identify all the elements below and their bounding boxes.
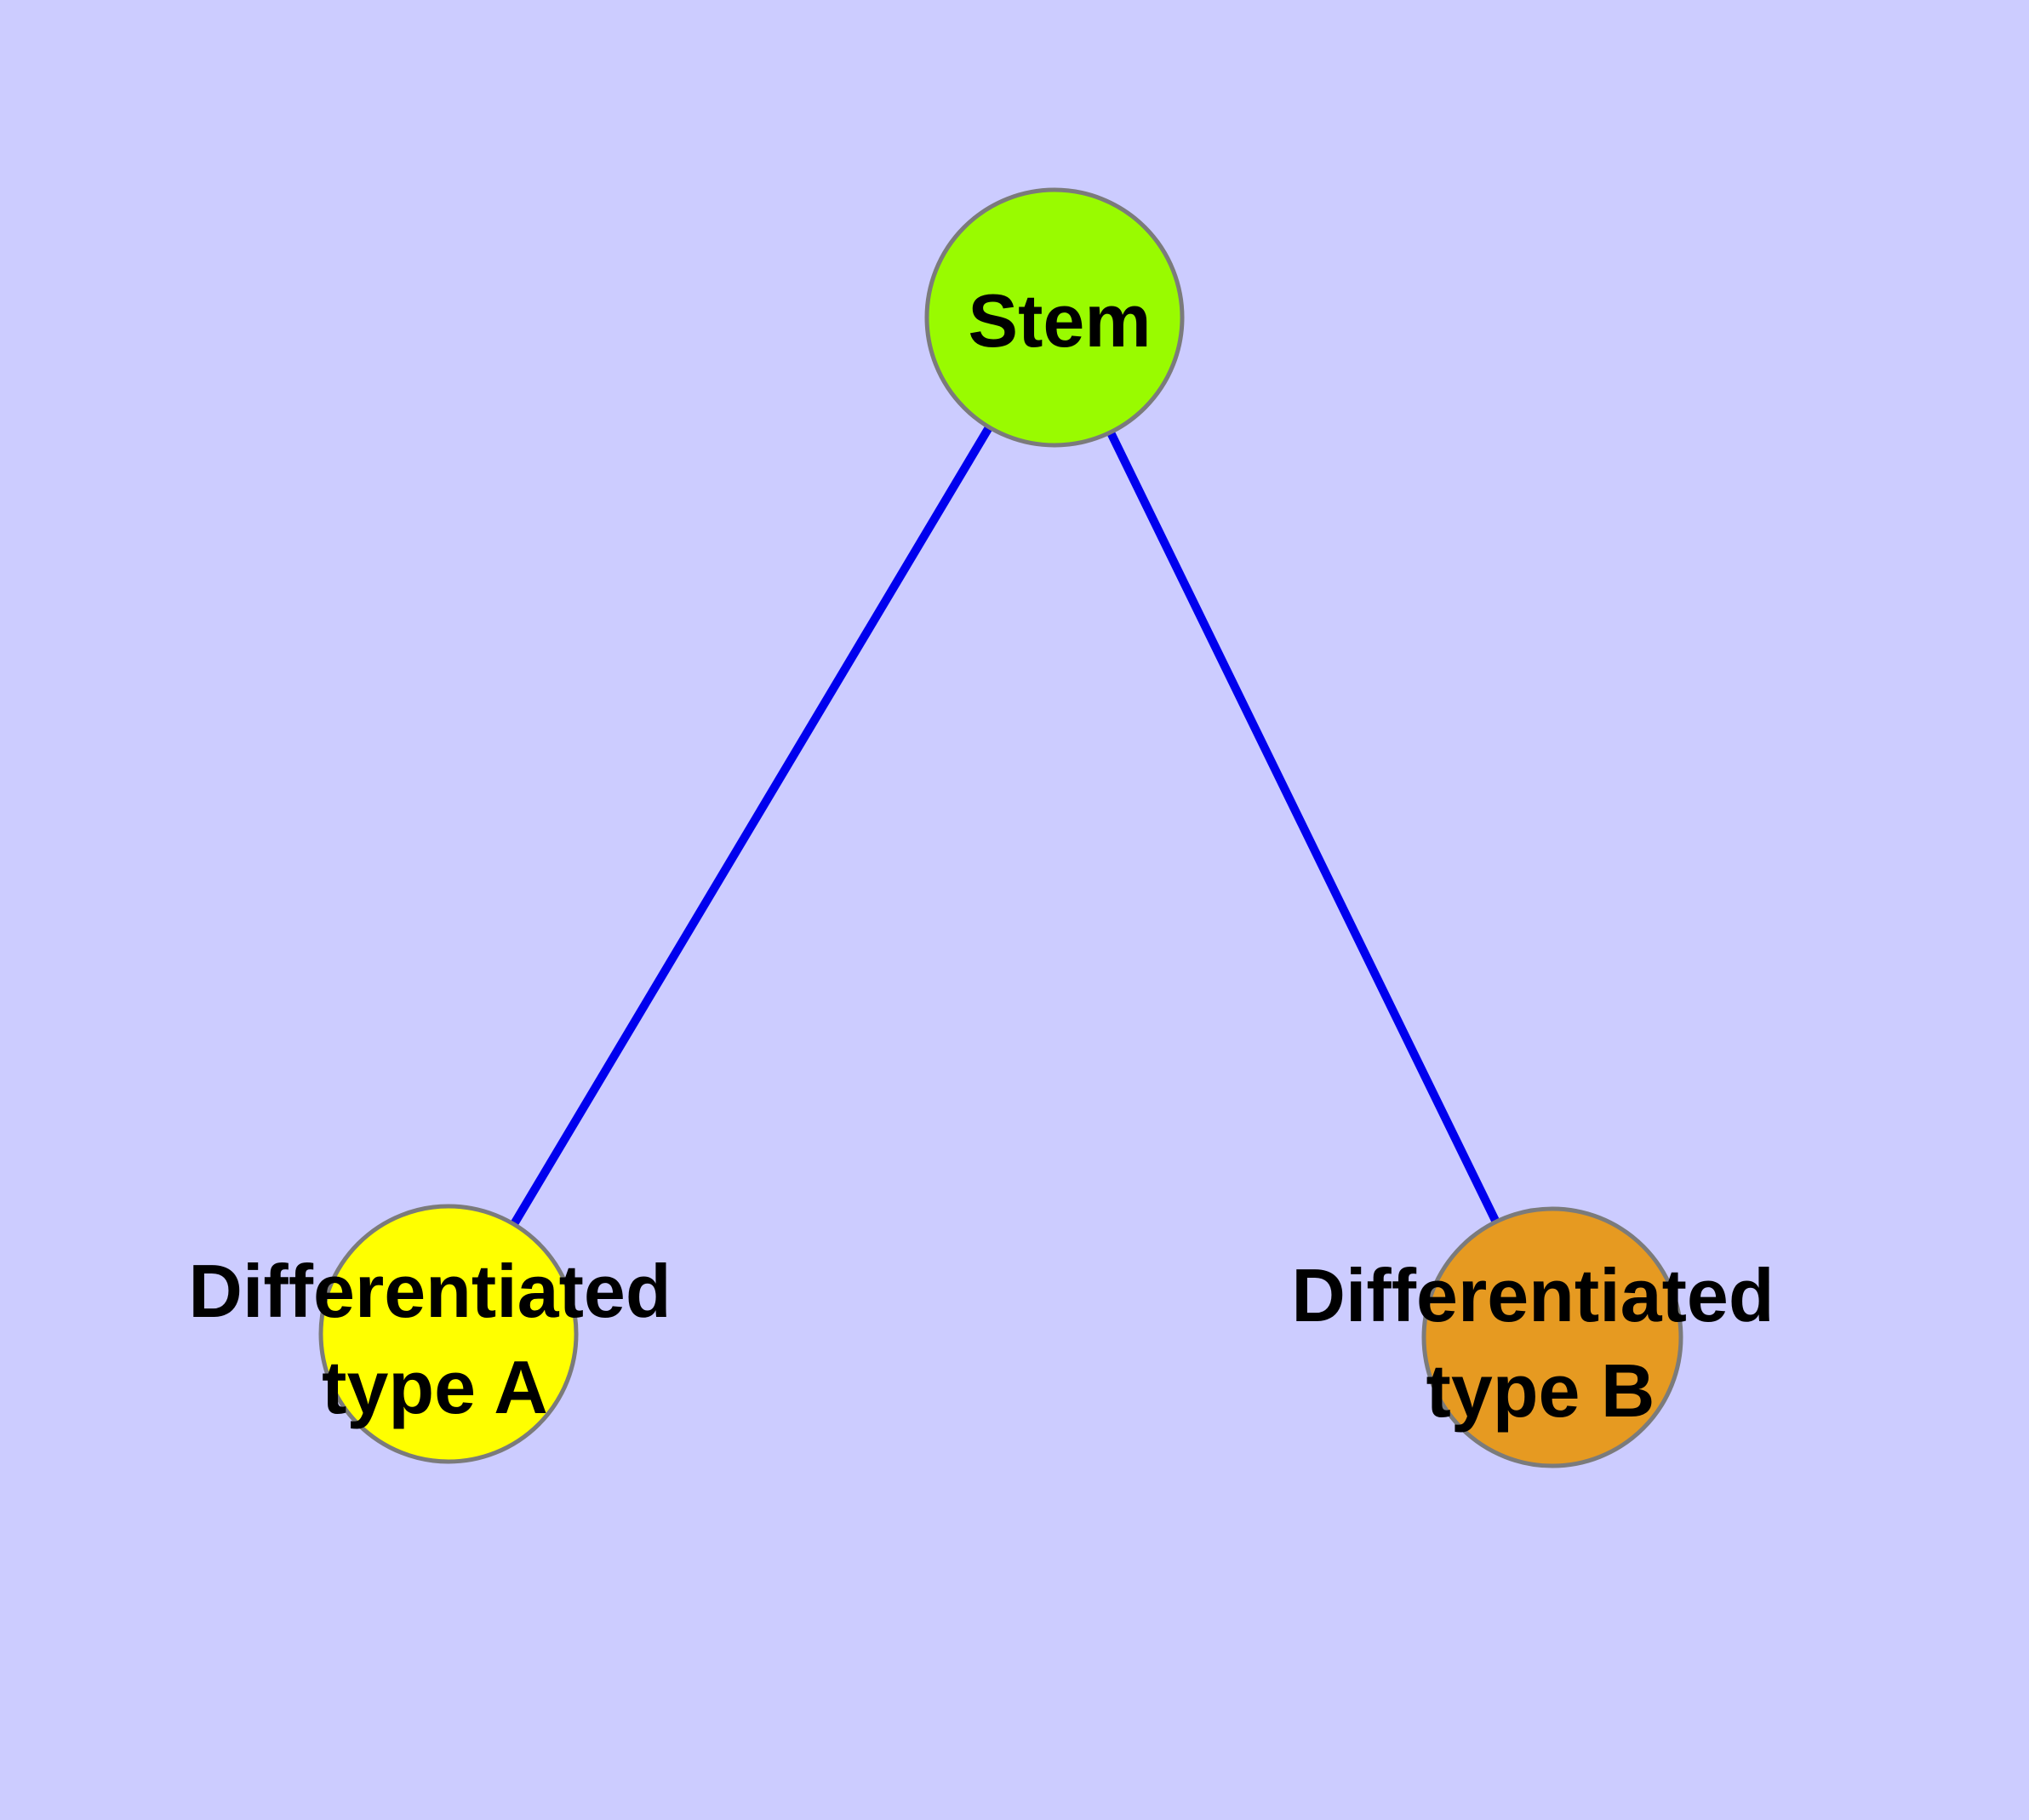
- differentiated-type-b-node: [1421, 1206, 1683, 1468]
- edge-stem-to-type-a: [444, 315, 1059, 1336]
- stem-node-label: Stem: [968, 278, 1151, 363]
- type-b-label-line-1: Differentiated: [1291, 1253, 1774, 1337]
- differentiated-type-a-node: [318, 1204, 579, 1464]
- type-b-label-line-2: type B: [1426, 1348, 1655, 1433]
- stem-node: [924, 187, 1185, 448]
- type-a-label-line-2: type A: [322, 1345, 548, 1429]
- type-a-label-line-1: Differentiated: [188, 1249, 671, 1333]
- edge-stem-to-type-b: [1050, 315, 1557, 1340]
